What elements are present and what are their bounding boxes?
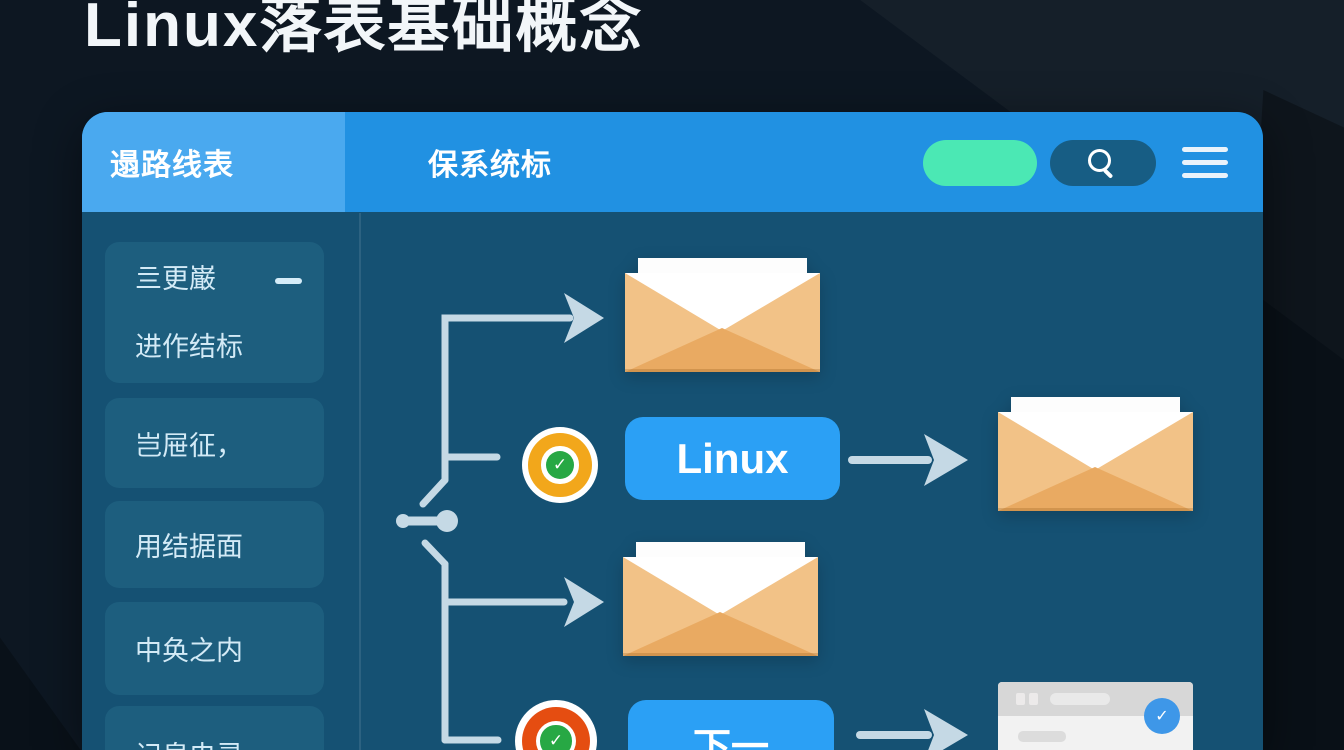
hamburger-icon <box>1182 147 1228 152</box>
flow-connector-lines <box>396 293 968 750</box>
app-window: 遢路线表 保系统标 亖更巌 进作结标 岂屉征， 用结据 <box>82 112 1263 750</box>
search-button[interactable] <box>1050 140 1156 186</box>
page-title: Linux落表基础概念 <box>84 0 644 60</box>
sidebar-item[interactable]: 记皂电灵 <box>105 706 324 750</box>
header-title: 保系统标 <box>428 149 552 182</box>
check-icon: ✓ <box>540 725 572 750</box>
next-node-button[interactable]: 下一 <box>628 700 834 750</box>
sidebar-item[interactable]: 岂屉征， <box>105 398 324 488</box>
sidebar-divider <box>359 213 361 750</box>
sidebar-tab[interactable]: 遢路线表 <box>82 112 345 212</box>
verified-badge-icon: ✓ <box>1144 698 1180 734</box>
browser-window-card: ✓ <box>998 682 1193 750</box>
sidebar-item-label: 中奂之内 <box>135 636 243 666</box>
sidebar-item-label: 亖更巌 <box>135 264 216 294</box>
next-node-label: 下一 <box>692 727 769 750</box>
sidebar-tab-label: 遢路线表 <box>110 149 234 182</box>
search-icon <box>1088 149 1111 172</box>
envelope-icon <box>625 258 820 372</box>
window-control-icon <box>1016 693 1025 705</box>
address-bar <box>1050 693 1110 705</box>
hamburger-icon <box>1182 173 1228 178</box>
minus-icon[interactable] <box>275 278 302 284</box>
sidebar-item[interactable]: 中奂之内 <box>105 602 324 695</box>
sidebar-item-group[interactable]: 亖更巌 进作结标 <box>105 242 324 383</box>
menu-button[interactable] <box>1180 146 1230 182</box>
envelope-icon <box>623 542 818 656</box>
envelope-icon <box>998 397 1193 511</box>
sidebar-item[interactable]: 用结据面 <box>105 501 324 588</box>
toggle-pill[interactable] <box>923 140 1037 186</box>
text-line-placeholder <box>1018 731 1066 742</box>
check-icon: ✓ <box>545 450 575 480</box>
linux-node-button[interactable]: Linux <box>625 417 840 500</box>
sidebar-item-label: 用结据面 <box>135 532 243 562</box>
check-badge-amber: ✓ <box>522 427 598 503</box>
sidebar-subitem-label: 进作结标 <box>135 332 243 362</box>
hamburger-icon <box>1182 160 1228 165</box>
sidebar-item-label: 岂屉征， <box>135 430 243 461</box>
window-header: 遢路线表 保系统标 <box>82 112 1263 212</box>
window-control-icon <box>1029 693 1038 705</box>
sidebar-item-label: 记皂电灵 <box>135 734 243 750</box>
